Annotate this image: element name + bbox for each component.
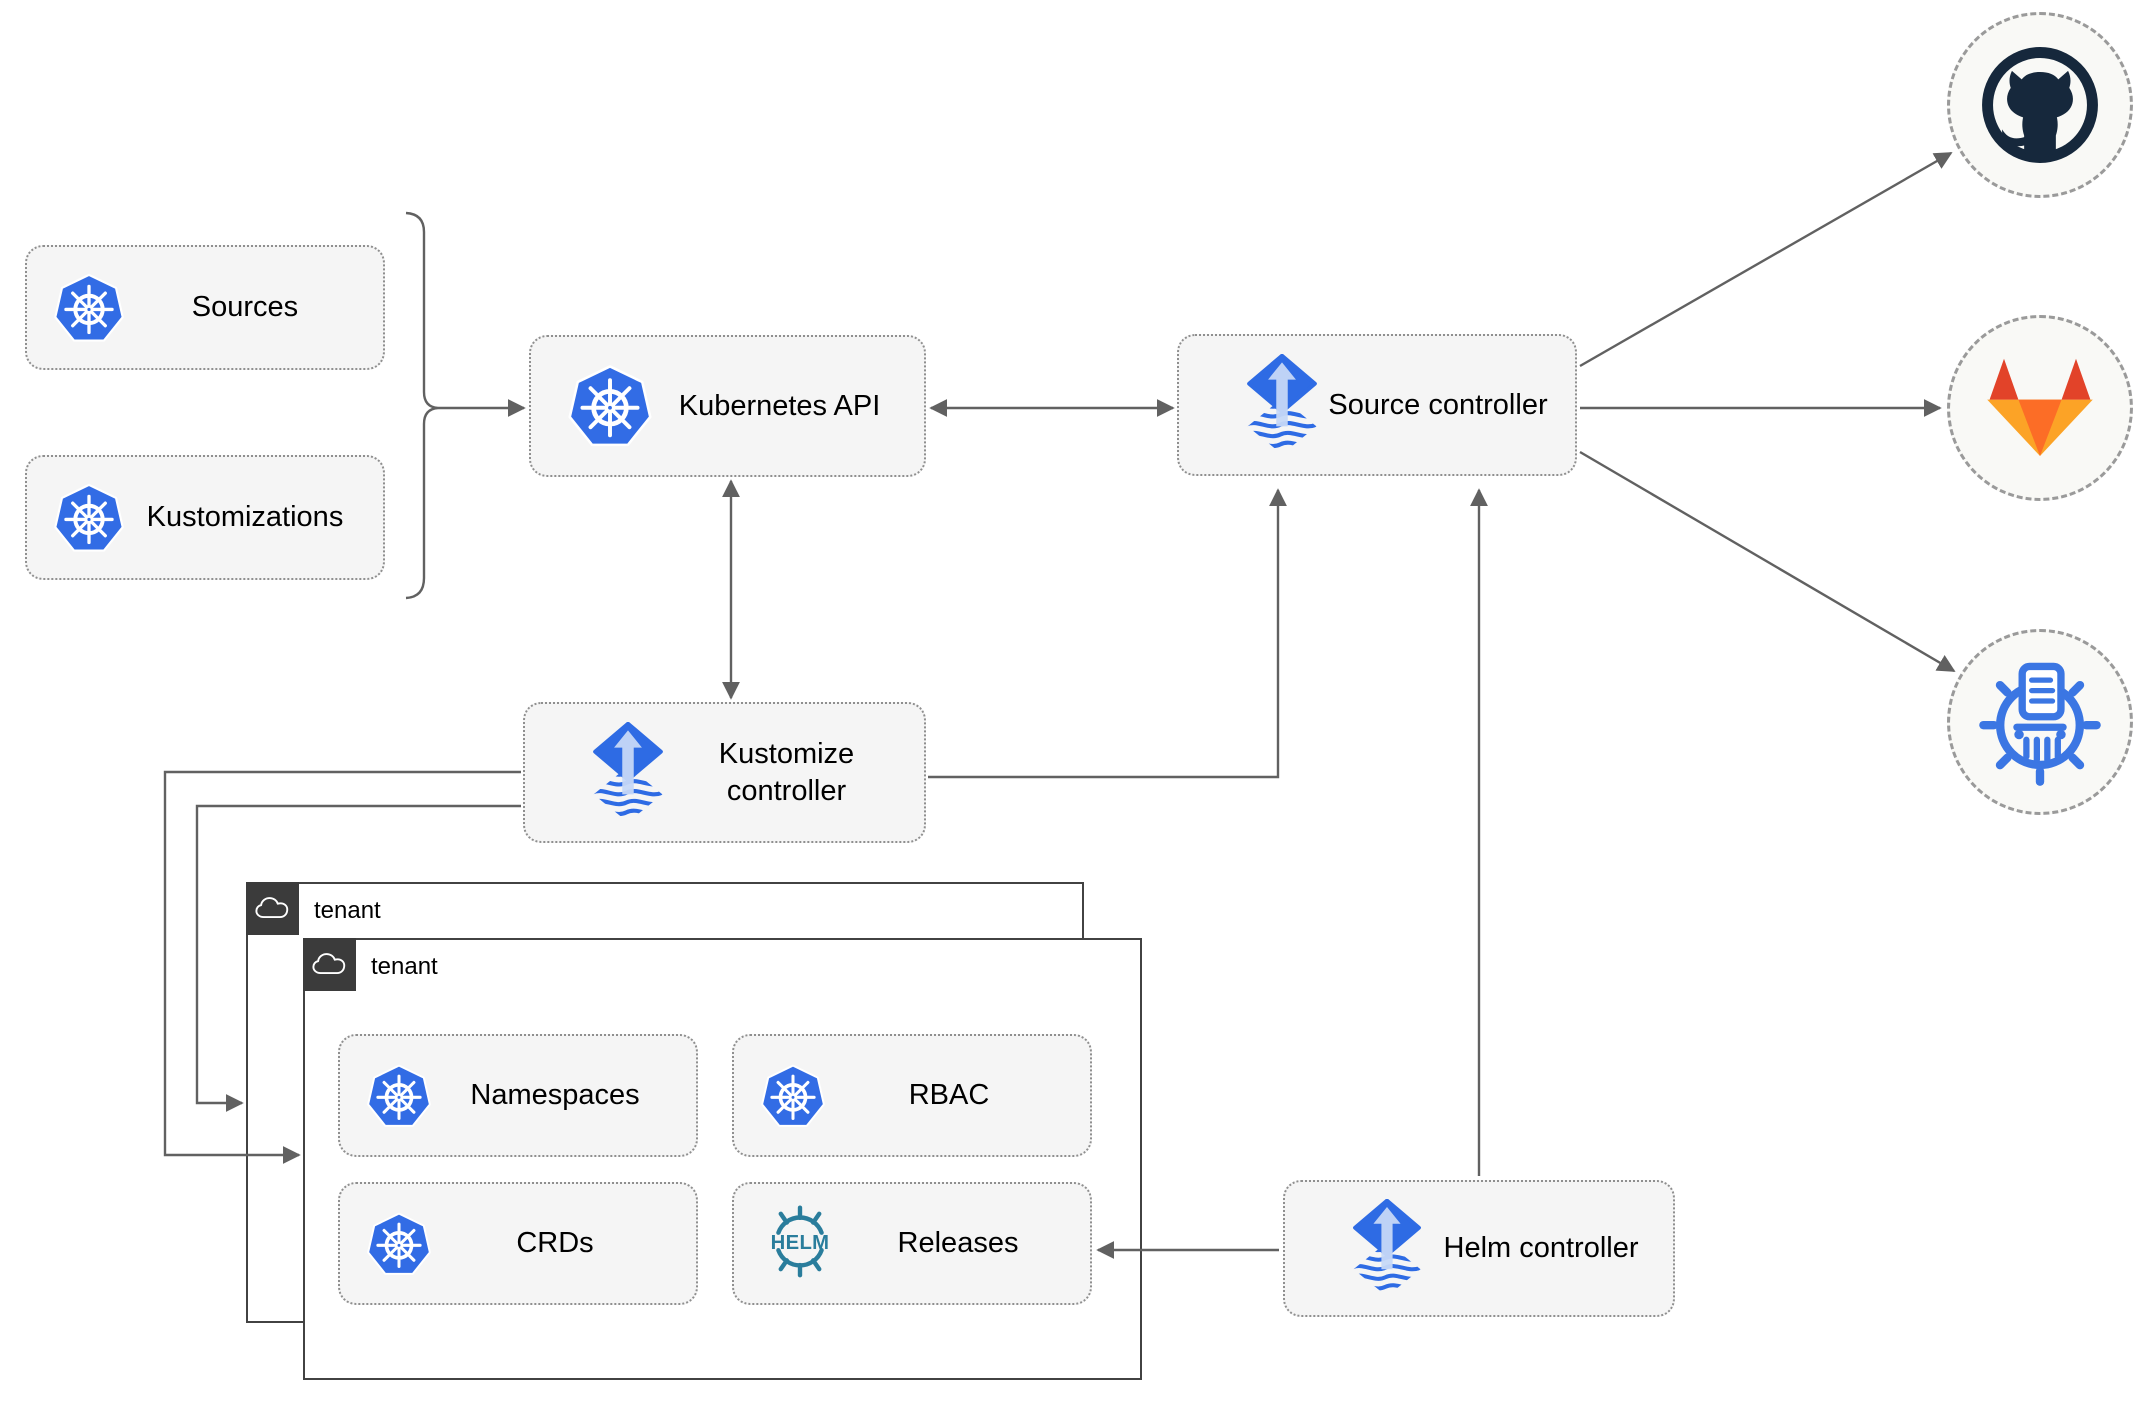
endpoint-gitlab [1947, 315, 2133, 501]
node-label: Helm controller [1443, 1232, 1639, 1265]
node-kustomize-controller: Kustomize controller [523, 702, 926, 843]
node-sources: Sources [25, 245, 385, 370]
node-label: Source controller [1328, 388, 1548, 421]
node-label: CRDs [516, 1227, 594, 1260]
node-kubernetes-api: Kubernetes API [529, 335, 926, 477]
endpoint-github [1947, 12, 2133, 198]
node-rbac: RBAC [732, 1034, 1092, 1157]
node-source-controller: Source controller [1177, 334, 1577, 476]
cloud-icon [254, 895, 292, 922]
chartmuseum-icon [1977, 656, 2103, 788]
node-label: Releases [897, 1227, 1019, 1260]
kubernetes-icon [53, 482, 125, 554]
github-icon [1979, 44, 2101, 166]
node-releases: HELM Releases [732, 1182, 1092, 1305]
node-label: Sources [191, 291, 299, 324]
edge-kustomize-source [928, 488, 1287, 779]
flux-icon [1241, 354, 1323, 456]
node-namespaces: Namespaces [338, 1034, 698, 1157]
flux-icon [1347, 1199, 1427, 1298]
flux-icon [587, 721, 669, 824]
kubernetes-icon [366, 1063, 432, 1129]
node-label: Kustomizations [146, 501, 344, 534]
tenant-label: tenant [314, 897, 381, 924]
tenant-badge [303, 938, 356, 991]
node-label: Namespaces [470, 1079, 640, 1112]
gitlab-icon [1980, 355, 2100, 461]
kubernetes-icon [567, 363, 653, 449]
svg-text:HELM: HELM [771, 1232, 830, 1254]
tenant-group-inner: tenant [303, 938, 1142, 1380]
brace [405, 211, 439, 600]
helm-icon: HELM [756, 1203, 844, 1284]
node-helm-controller: Helm controller [1283, 1180, 1675, 1317]
node-label: Kubernetes API [678, 389, 881, 422]
endpoint-chart-repository [1947, 629, 2133, 815]
node-label: Kustomize controller [718, 738, 855, 807]
kubernetes-icon [53, 272, 125, 344]
edge-source-github [1579, 151, 1953, 368]
tenant-badge [246, 882, 299, 935]
kubernetes-icon [366, 1211, 432, 1277]
node-crds: CRDs [338, 1182, 698, 1305]
tenant-label: tenant [371, 953, 438, 980]
edge-source-chartmuseum [1579, 450, 1956, 673]
cloud-icon [311, 951, 349, 978]
kubernetes-icon [760, 1063, 826, 1129]
node-kustomizations: Kustomizations [25, 455, 385, 580]
node-label: RBAC [908, 1079, 990, 1112]
